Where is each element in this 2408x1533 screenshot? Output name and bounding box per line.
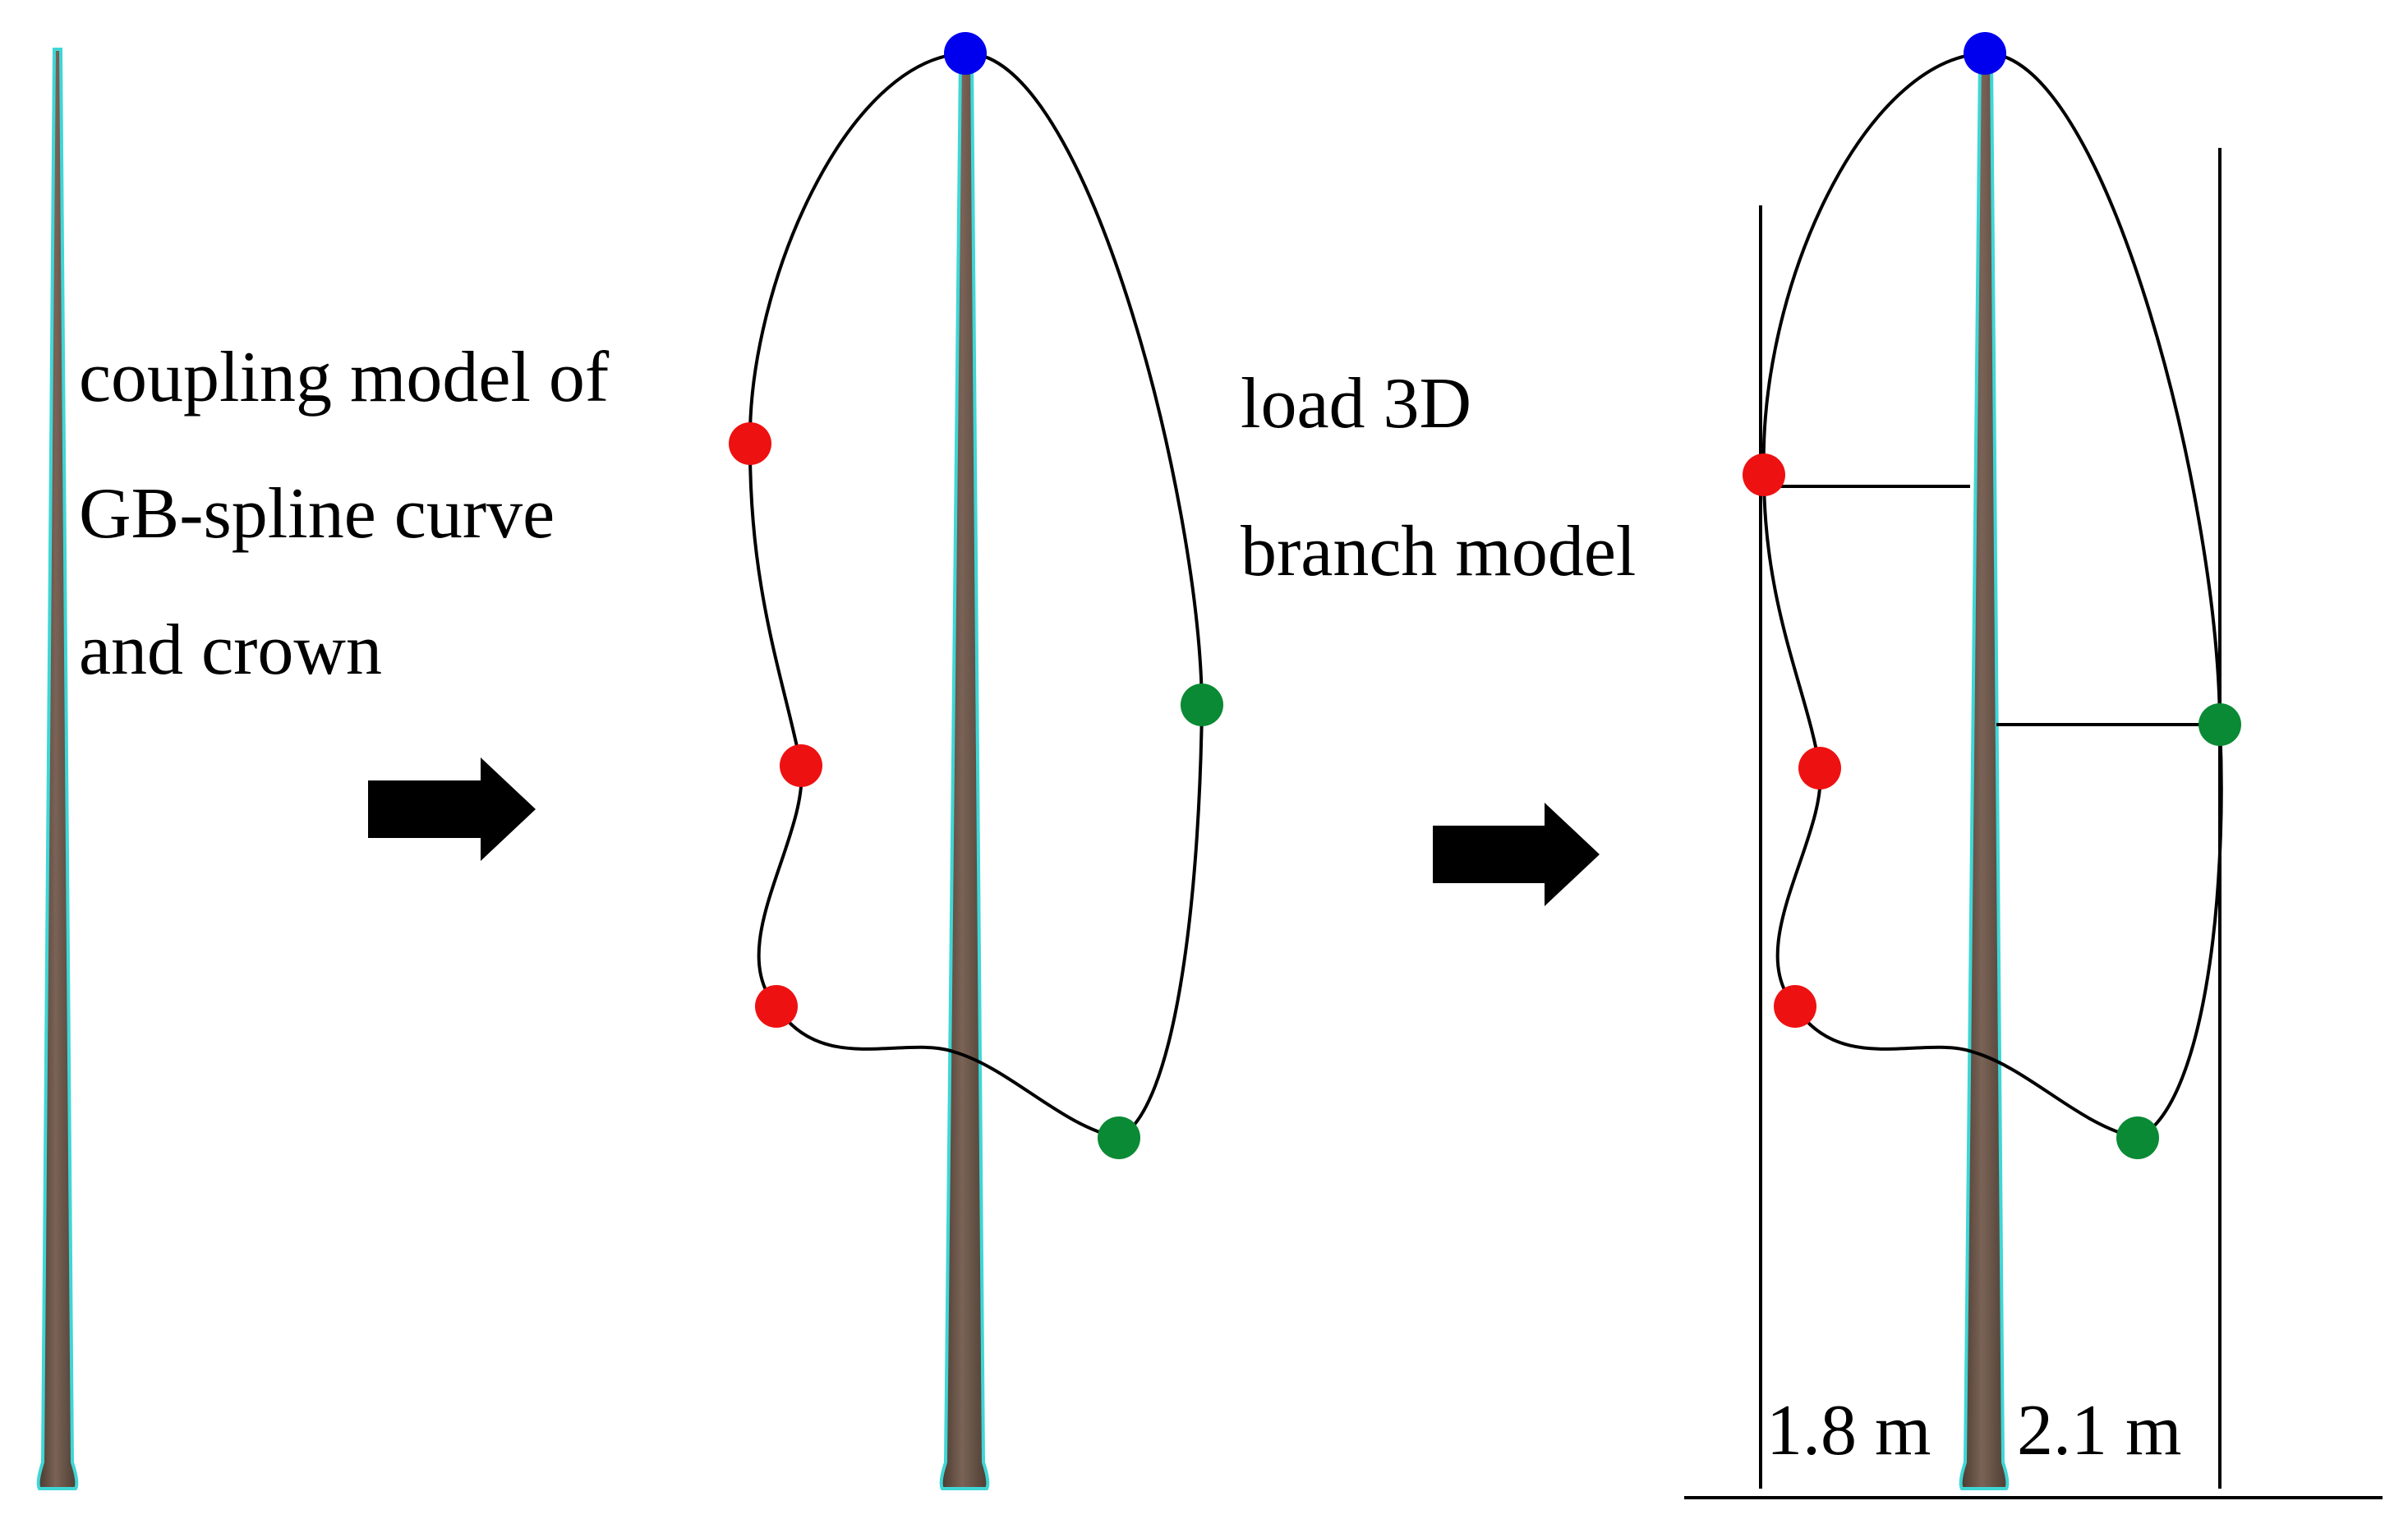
stage-1-bare-trunk: coupling model of GB-spline curve and cr… [36,48,627,1490]
left-control-point-1 [729,422,771,465]
left-control-point-2 [780,744,822,787]
left-control-point-2 [1798,747,1841,790]
stage-1-caption-line-3: and crown [79,610,382,690]
stage-2-caption-line-2: branch model [1241,512,1636,592]
left-control-point-3 [755,985,798,1028]
right-crown-width-label: 2.1 m [2017,1391,2181,1471]
trunk-2 [939,56,990,1490]
trunk-1 [36,48,79,1490]
stage-2-crown-curve: load 3D branch model [729,32,1636,1490]
apex-control-point [944,32,987,75]
stage-1-caption-line-1: coupling model of [79,338,610,417]
stage-1-caption-line-2: GB-spline curve [79,474,555,554]
stage-1-caption: coupling model of GB-spline curve and cr… [79,338,627,690]
trunk-3 [1959,56,2010,1490]
right-arrow-icon [368,757,536,861]
right-control-point-1 [1181,684,1223,726]
right-control-point-1 [2199,703,2241,746]
stage-2-caption-line-1: load 3D [1241,364,1471,444]
left-control-point-1 [1743,453,1785,496]
right-control-point-2 [2116,1116,2159,1159]
stage-3-crown-width: 1.8 m 2.1 m [1684,32,2383,1499]
stage-2-caption: load 3D branch model [1241,364,1636,592]
right-arrow-icon [1433,803,1600,906]
left-crown-width-label: 1.8 m [1766,1391,1931,1471]
right-control-point-2 [1098,1116,1140,1159]
apex-control-point [1964,32,2006,75]
left-control-point-3 [1774,985,1816,1028]
